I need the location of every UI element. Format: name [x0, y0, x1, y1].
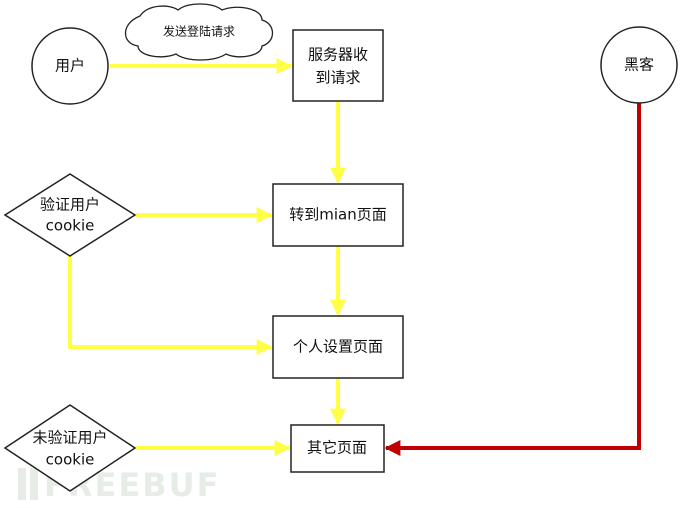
other-label: 其它页面: [307, 439, 367, 457]
unverified-label-line1: 未验证用户: [32, 429, 107, 447]
node-verify-cookie: 验证用户 cookie: [3, 173, 137, 257]
node-settings-page: 个人设置页面: [272, 315, 404, 379]
user-label: 用户: [55, 57, 85, 75]
arrow-hacker-to-other: [384, 100, 641, 456]
cloud-login-request: 发送登陆请求: [124, 3, 274, 61]
node-other-page: 其它页面: [290, 424, 385, 473]
node-unverified-cookie: 未验证用户 cookie: [3, 404, 137, 492]
cloud-label: 发送登陆请求: [163, 24, 235, 39]
freebuf-logo-icon: [18, 468, 38, 500]
verify-label-line2: cookie: [46, 217, 95, 235]
node-user: 用户: [31, 27, 109, 105]
node-main-page: 转到mian页面: [272, 183, 404, 247]
settings-label: 个人设置页面: [293, 338, 383, 356]
arrow-verify-to-settings: [68, 256, 273, 355]
main-label: 转到mian页面: [289, 206, 386, 224]
cloud-shape: [124, 3, 274, 61]
node-hacker: 黑客: [600, 26, 678, 104]
connectors: [68, 58, 641, 456]
unverified-label-line2: cookie: [46, 451, 95, 469]
server-label-line2: 到请求: [315, 69, 360, 87]
verify-label-line1: 验证用户: [40, 196, 100, 214]
hacker-label: 黑客: [624, 56, 654, 74]
server-label-line1: 服务器收: [308, 46, 368, 64]
node-server: 服务器收 到请求: [292, 29, 384, 102]
